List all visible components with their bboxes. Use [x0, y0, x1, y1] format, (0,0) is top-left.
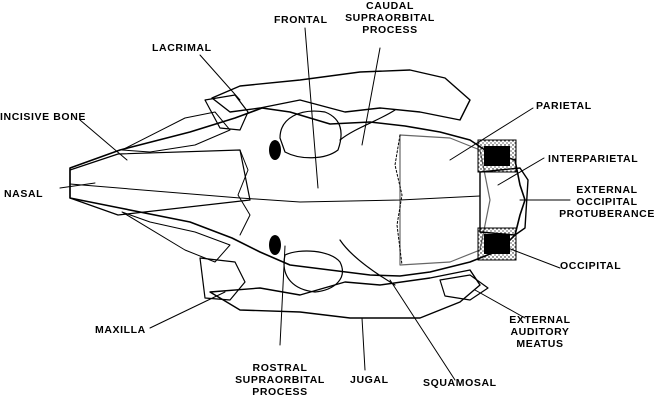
label-line: PROTUBERANCE	[559, 208, 655, 220]
label-caudal-supraorbital-process: CAUDAL SUPRAORBITAL PROCESS	[345, 0, 435, 36]
orbit-foramen-lower	[269, 235, 281, 255]
label-line: MEATUS	[516, 338, 564, 350]
label-nasal: NASAL	[4, 188, 44, 200]
orbit-foramen-upper	[269, 140, 281, 160]
label-line: PROCESS	[252, 386, 308, 398]
label-frontal: FRONTAL	[274, 14, 328, 26]
external-auditory-meatus-shape	[439, 274, 489, 301]
incisive-bone-region	[121, 111, 231, 263]
zygomatic-arch-upper	[211, 69, 471, 159]
label-parietal: PARIETAL	[536, 100, 592, 112]
label-occipital: OCCIPITAL	[560, 260, 622, 272]
label-rostral-supraorbital-process: ROSTRAL SUPRAORBITAL PROCESS	[230, 362, 330, 398]
label-line: CAUDAL	[366, 0, 414, 12]
label-external-auditory-meatus: EXTERNAL AUDITORY MEATUS	[500, 314, 580, 350]
lacrimal-region	[199, 94, 249, 301]
label-lacrimal: LACRIMAL	[152, 42, 212, 54]
skull-outline	[69, 107, 526, 277]
label-incisive-bone: INCISIVE BONE	[0, 111, 86, 123]
label-line: EXTERNAL	[509, 314, 571, 326]
label-maxilla: MAXILLA	[95, 324, 146, 336]
label-external-occipital-protuberance: EXTERNAL OCCIPITAL PROTUBERANCE	[558, 184, 656, 220]
label-line: SUPRAORBITAL	[345, 12, 435, 24]
label-interparietal: INTERPARIETAL	[548, 153, 639, 165]
label-line: AUDITORY	[510, 326, 570, 338]
label-squamosal: SQUAMOSAL	[423, 377, 497, 389]
label-line: SUPRAORBITAL	[235, 374, 325, 386]
label-line: OCCIPITAL	[576, 196, 638, 208]
label-jugal: JUGAL	[350, 374, 389, 386]
leader-lines	[59, 27, 571, 381]
label-line: EXTERNAL	[576, 184, 638, 196]
zygomatic-arch-lower	[209, 239, 481, 319]
occipital-region	[477, 139, 529, 261]
label-line: ROSTRAL	[252, 362, 308, 374]
parietal-region	[399, 134, 491, 266]
label-line: PROCESS	[362, 24, 418, 36]
